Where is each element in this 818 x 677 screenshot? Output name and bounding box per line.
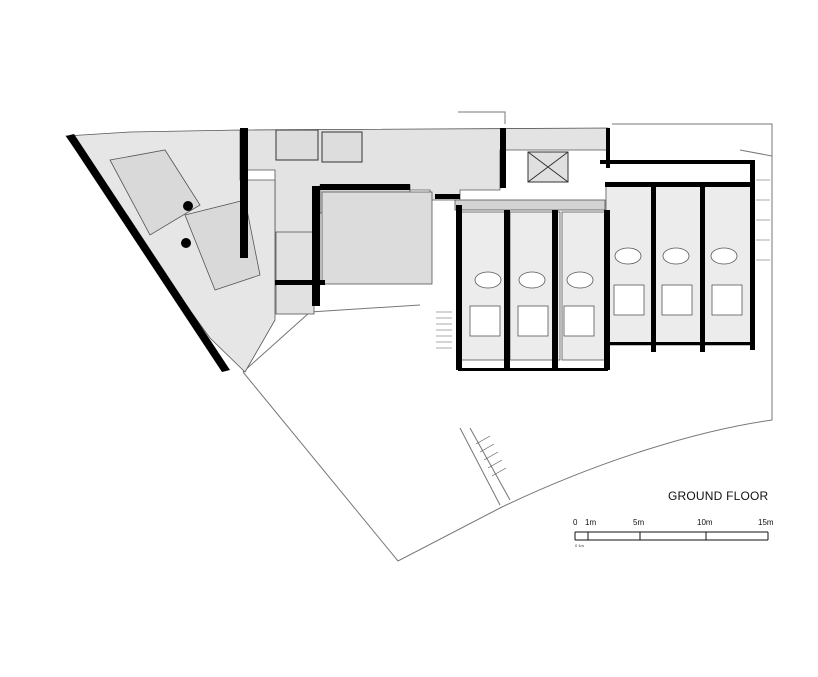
scale-label-1m: 1m	[585, 518, 597, 527]
site-outline	[242, 111, 773, 562]
scale-bar	[574, 531, 769, 541]
scale-label-0: 0	[573, 518, 578, 527]
service-core	[275, 129, 569, 183]
restaurant-zone	[275, 191, 433, 315]
scale-label-10m: 10m	[697, 518, 713, 527]
guest-rooms	[457, 184, 755, 361]
scale-label-5m: 5m	[633, 518, 645, 527]
walls	[66, 128, 755, 372]
scale-label-15m: 15m	[758, 518, 774, 527]
drawing-title: GROUND FLOOR	[668, 489, 769, 503]
scale-note: 0 1m	[575, 543, 584, 548]
stairs	[436, 179, 770, 477]
